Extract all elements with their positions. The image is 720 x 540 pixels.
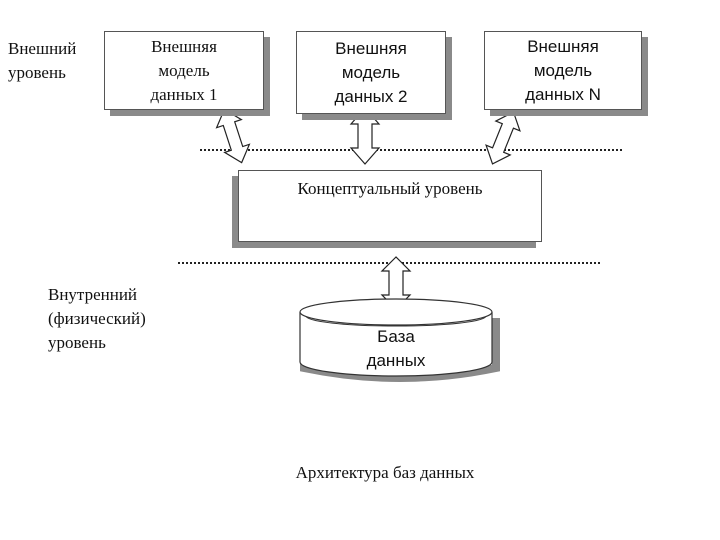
conceptual-level-box: Концептуальный уровень xyxy=(238,170,542,242)
double-arrow-model1 xyxy=(215,108,251,164)
double-arrow-modelN xyxy=(485,111,521,165)
external-model-n-text: Внешняя модель данных N xyxy=(525,36,601,104)
external-level-label: Внешний уровень xyxy=(8,39,77,82)
database-label: База данных xyxy=(366,327,426,370)
external-model-1-text: Внешняя модель данных 1 xyxy=(150,36,218,104)
double-arrow-model2 xyxy=(349,107,381,165)
external-model-box-n: Внешняя модель данных N xyxy=(484,31,642,110)
external-model-box-2: Внешняя модель данных 2 xyxy=(296,31,446,114)
external-model-2-text: Внешняя модель данных 2 xyxy=(334,38,408,106)
database-cylinder-icon xyxy=(299,298,500,382)
internal-level-label: Внутренний (физический) уровень xyxy=(48,285,146,352)
conceptual-level-text: Концептуальный уровень xyxy=(297,179,483,198)
external-model-box-1: Внешняя модель данных 1 xyxy=(104,31,264,110)
diagram-caption: Архитектура баз данных xyxy=(295,463,475,482)
